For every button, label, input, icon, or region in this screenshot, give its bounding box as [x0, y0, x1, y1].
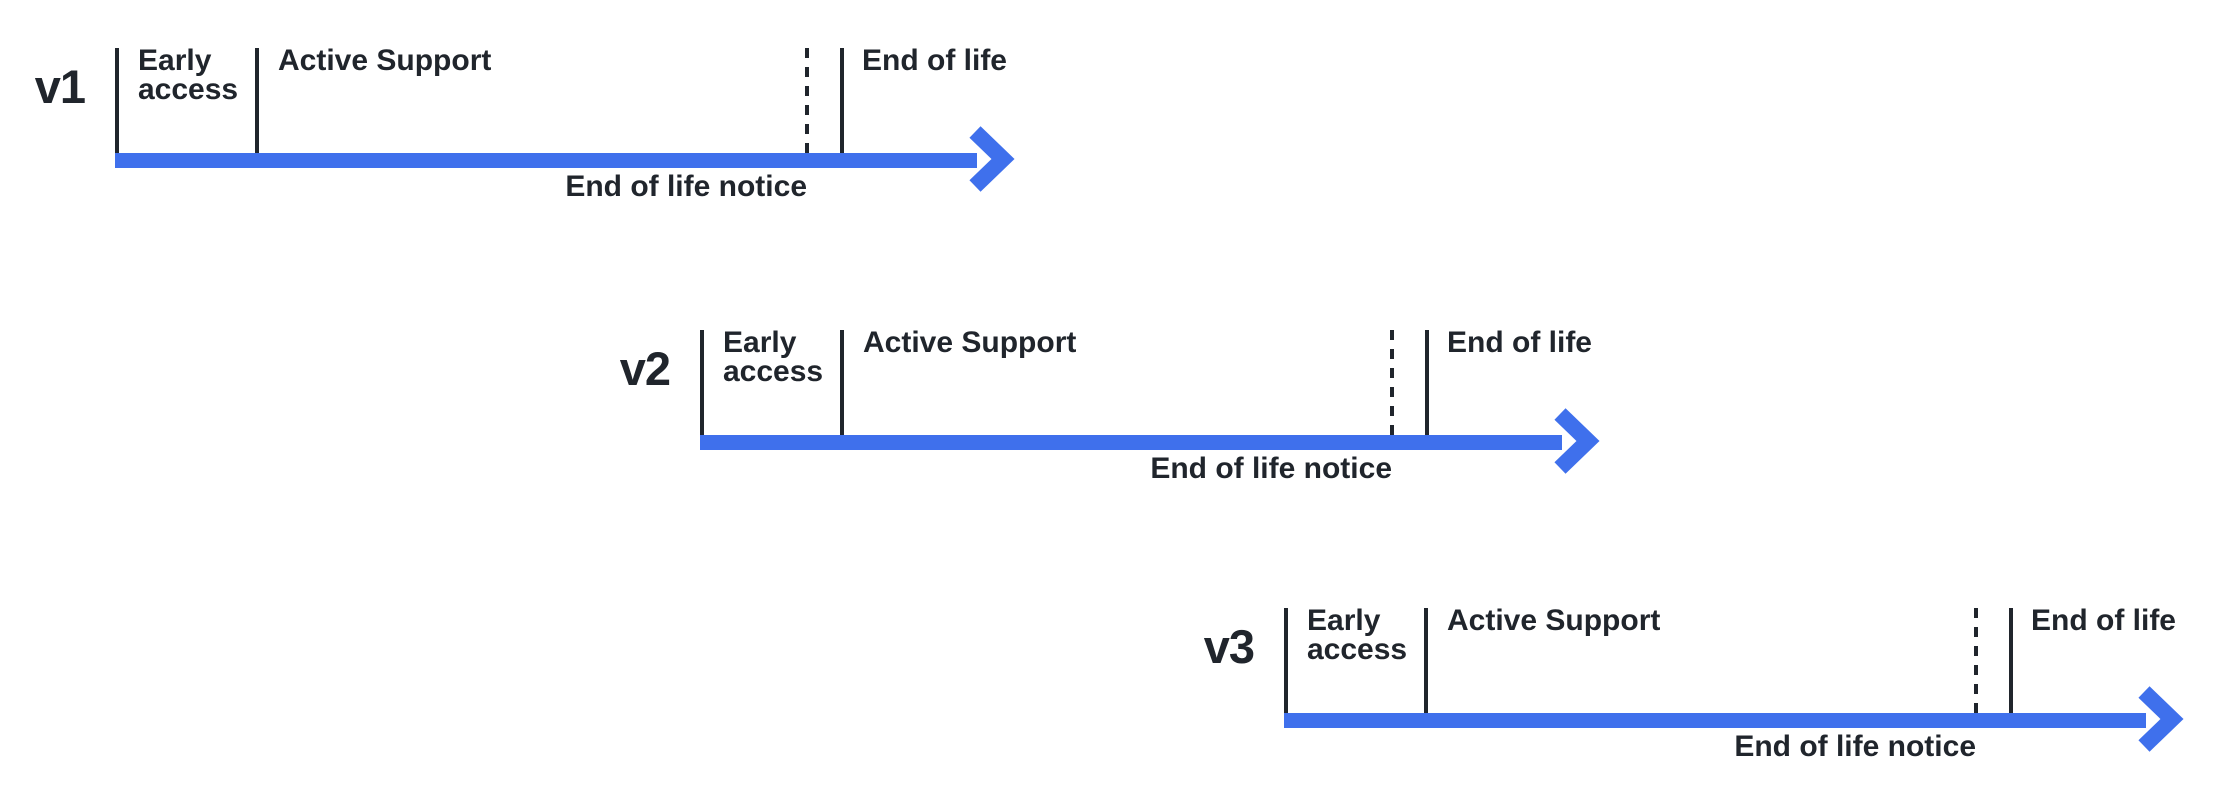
early-access-start-tick — [700, 330, 704, 435]
arrow-head-icon — [2136, 686, 2188, 752]
end-of-life-tick — [2009, 608, 2013, 713]
end-of-life-notice-dashed-tick — [805, 48, 809, 153]
timeline-row-v3: v3 Early access Active Support End of li… — [1204, 598, 2196, 773]
end-of-life-label: End of life — [1447, 326, 1592, 359]
end-of-life-notice-dashed-tick — [1390, 330, 1394, 435]
end-of-life-notice-label: End of life notice — [1150, 452, 1392, 485]
active-support-label: Active Support — [863, 326, 1077, 359]
active-support-start-tick — [255, 48, 259, 153]
active-support-label: Active Support — [278, 44, 492, 77]
end-of-life-tick — [1425, 330, 1429, 435]
early-access-start-tick — [1284, 608, 1288, 713]
early-access-label: Early access — [1307, 604, 1408, 666]
timeline-bar — [700, 435, 1562, 450]
early-access-label: Early access — [723, 326, 824, 388]
early-access-label: Early access — [138, 44, 239, 106]
version-label: v3 — [1203, 620, 1255, 673]
version-label: v1 — [34, 60, 86, 113]
end-of-life-label: End of life — [862, 44, 1007, 77]
timeline-row-v1: v1 Early access Active Support End of li… — [35, 38, 1027, 213]
end-of-life-label: End of life — [2031, 604, 2176, 637]
end-of-life-notice-label: End of life notice — [565, 170, 807, 203]
arrow-head-icon — [1552, 408, 1604, 474]
end-of-life-notice-dashed-tick — [1974, 608, 1978, 713]
timeline-row-v2: v2 Early access Active Support End of li… — [620, 320, 1612, 495]
end-of-life-tick — [840, 48, 844, 153]
end-of-life-notice-label: End of life notice — [1734, 730, 1976, 763]
arrow-head-icon — [967, 126, 1019, 192]
early-access-start-tick — [115, 48, 119, 153]
timeline-bar — [115, 153, 977, 168]
active-support-start-tick — [1424, 608, 1428, 713]
version-label: v2 — [619, 342, 671, 395]
active-support-start-tick — [840, 330, 844, 435]
timeline-bar — [1284, 713, 2146, 728]
active-support-label: Active Support — [1447, 604, 1661, 637]
